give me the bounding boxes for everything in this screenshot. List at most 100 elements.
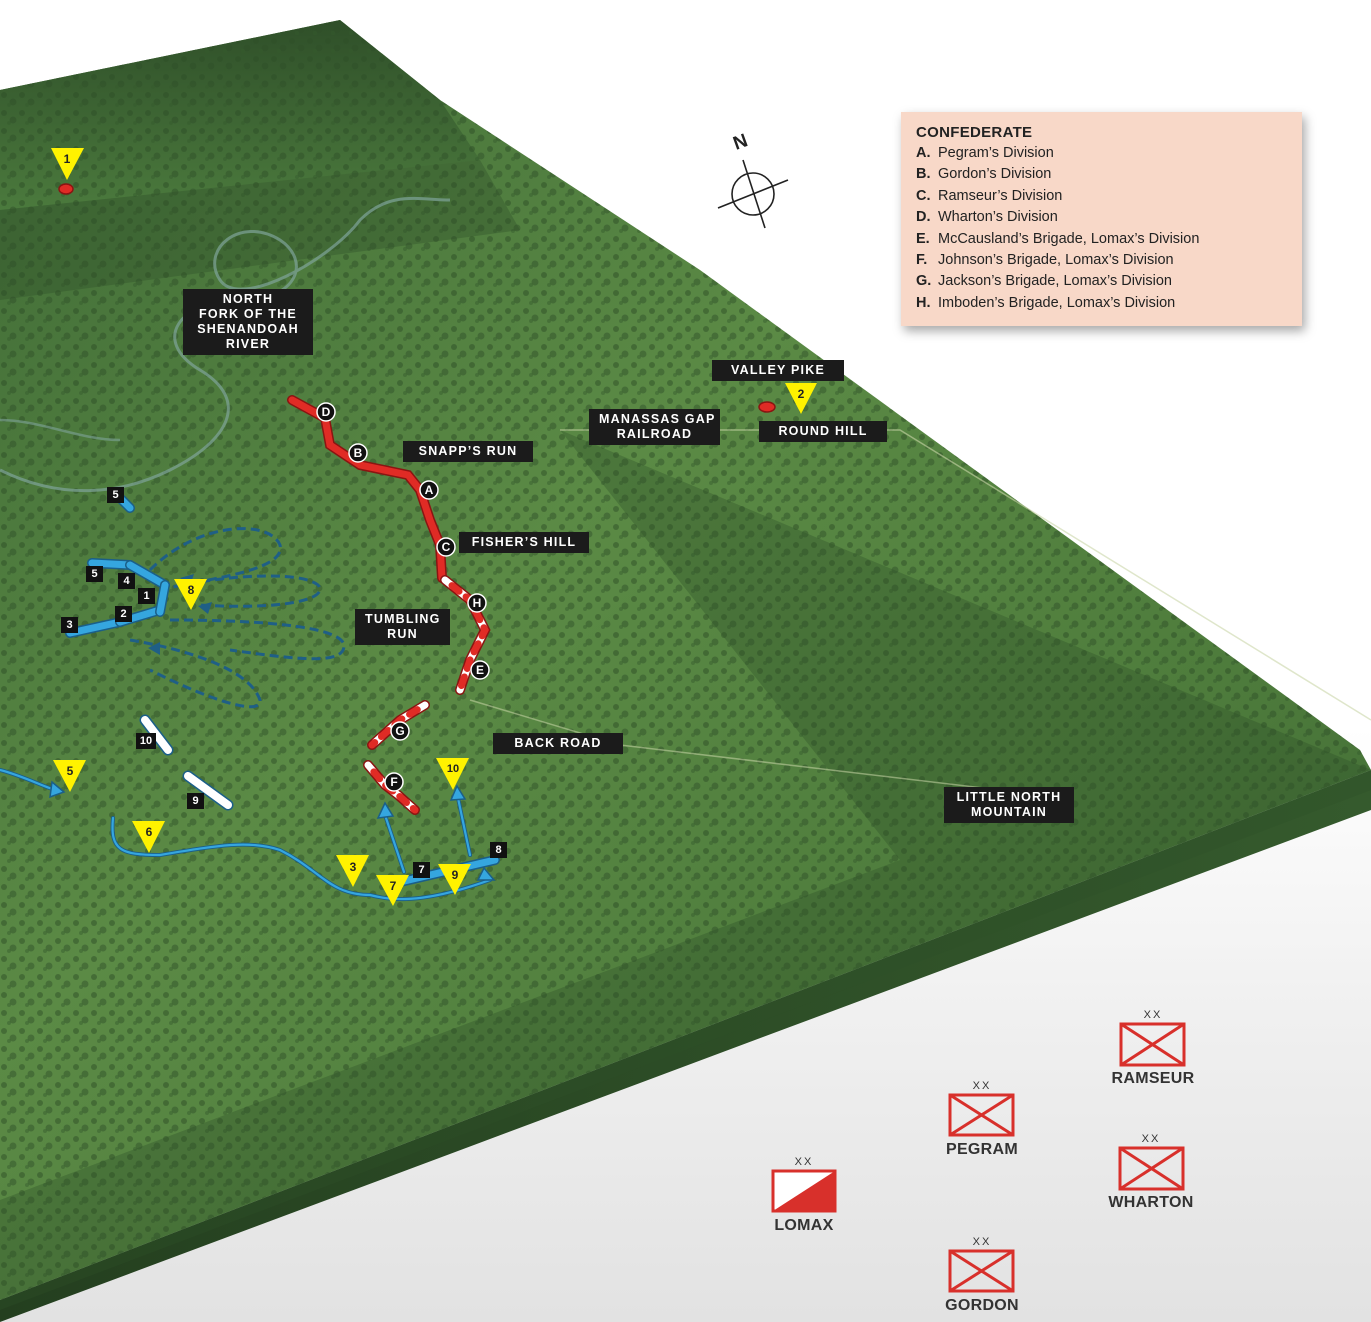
arrowhead [449,784,467,801]
little-north-mountain-ridge [0,430,1371,1310]
union-dashed-path-2 [159,574,322,608]
legend-item: E.McCausland’s Brigade, Lomax’s Division [916,230,1200,247]
union-dashed-path-3 [169,618,346,661]
union-line-4-fill [126,561,169,589]
unit-name: PEGRAM [945,1141,1019,1158]
union-arrow-to-f-fill [383,813,406,874]
svg-text:5: 5 [67,764,74,778]
compass-circle [731,172,775,216]
svg-text:F: F [390,775,397,789]
gordon-symbol [948,1249,1015,1293]
union-unit-9-label: 9 [187,793,204,809]
svg-text:3: 3 [350,860,357,874]
union-line-5-fill [88,559,134,569]
confederate-letter-markers: D B A C H E G F [316,402,490,792]
echelon-mark: XX [972,1080,992,1092]
union-unit-7-label: 7 [413,862,430,878]
echelon-mark: XX [794,1156,814,1168]
svg-text:9: 9 [452,868,459,882]
legend-title: CONFEDERATE [916,124,1033,141]
union-line-9-fill [184,772,232,809]
svg-text:C: C [442,540,451,554]
union-unit-5-label: 5 [86,566,103,582]
union-unit-2-label: 2 [115,606,132,622]
unit-pegram: XX PEGRAM [932,1079,1032,1159]
svg-text:G: G [395,724,404,738]
event-10: 10 [436,758,469,790]
legend-item: H.Imboden’s Brigade, Lomax’s Division [916,294,1176,311]
jackson-line-red [368,701,429,749]
marker-b: B [348,443,368,463]
event-3: 3 [336,855,369,887]
marker-g: G [390,721,410,741]
position-marker-dot [758,401,776,413]
place-label-fishers-hill: FISHER’S HILL [459,532,589,553]
union-dashed-arrowhead [148,642,160,655]
svg-text:D: D [322,405,331,419]
confederate-legend: CONFEDERATE A.Pegram’s Division B.Gordon… [901,112,1302,326]
union-dashed-arrowhead [198,602,212,614]
union-unit-10-label: 10 [136,733,156,749]
unit-name: LOMAX [774,1217,834,1234]
place-label-north-fork: NORTH FORK OF THE SHENANDOAH RIVER [183,289,313,355]
ramseur-symbol [1119,1022,1186,1067]
arrowhead [49,780,66,799]
compass-ns-line [742,159,766,229]
place-label-back-road: BACK ROAD [493,733,623,754]
legend-item: F.Johnson’s Brigade, Lomax’s Division [916,252,1174,269]
place-label-tumbling-run: TUMBLING RUN [355,609,450,645]
place-label-valley-pike: VALLEY PIKE [712,360,844,381]
svg-text:A: A [425,483,434,497]
svg-text:2: 2 [798,387,805,401]
union-unit-8-label: 8 [490,842,507,858]
echelon-mark: XX [1143,1009,1163,1021]
terrain-edge [0,770,1371,1322]
confederate-line-fill [288,396,446,582]
marker-f: F [384,772,404,792]
place-label-snapps-run: SNAPP’S RUN [403,441,533,462]
event-1: 1 [51,148,84,180]
terrain-block [0,20,1371,1322]
svg-text:1: 1 [64,152,71,166]
marker-a: A [419,480,439,500]
svg-text:6: 6 [146,825,153,839]
unit-name: WHARTON [1108,1194,1194,1211]
river-branch [0,418,121,442]
union-unit-1-label: 1 [138,588,155,604]
unit-ramseur: XX RAMSEUR [1103,1008,1203,1088]
svg-text:E: E [476,663,484,677]
svg-text:B: B [354,446,363,460]
unit-name: RAMSEUR [1111,1070,1195,1087]
unit-symbol-boxes [771,1022,1186,1293]
unit-wharton: XX WHARTON [1101,1132,1201,1212]
union-arrow-to-10-fill [456,796,472,857]
place-label-round-hill: ROUND HILL [759,421,887,442]
echelon-mark: XX [1141,1133,1161,1145]
echelon-mark: XX [972,1236,992,1248]
svg-text:10: 10 [447,763,459,775]
unit-gordon: XX GORDON [932,1235,1032,1315]
river-line [0,196,451,493]
compass-ew-line [717,179,789,209]
event-6: 6 [132,821,165,853]
place-label-little-north-mountain: LITTLE NORTH MOUNTAIN [944,787,1074,823]
arrowhead [476,866,496,881]
event-7: 7 [376,875,409,906]
union-dashed-path-4 [129,638,262,709]
marker-c: C [436,537,456,557]
union-unit-3-label: 3 [61,617,78,633]
event-2: 2 [785,383,817,414]
event-8: 8 [174,579,207,610]
union-line-3-fill [66,618,124,637]
forest-texture [0,20,1371,1300]
union-dashed-path-1 [148,527,282,587]
svg-text:8: 8 [188,583,195,597]
svg-text:7: 7 [390,879,397,893]
union-dashed-movements [129,527,346,709]
unit-lomax: XX LOMAX [754,1155,854,1235]
pegram-symbol [948,1093,1015,1137]
event-markers: 1 2 8 5 6 3 7 9 10 [51,148,817,906]
legend-item: G.Jackson’s Brigade, Lomax’s Division [916,273,1172,290]
union-line-1-fill [156,581,169,616]
